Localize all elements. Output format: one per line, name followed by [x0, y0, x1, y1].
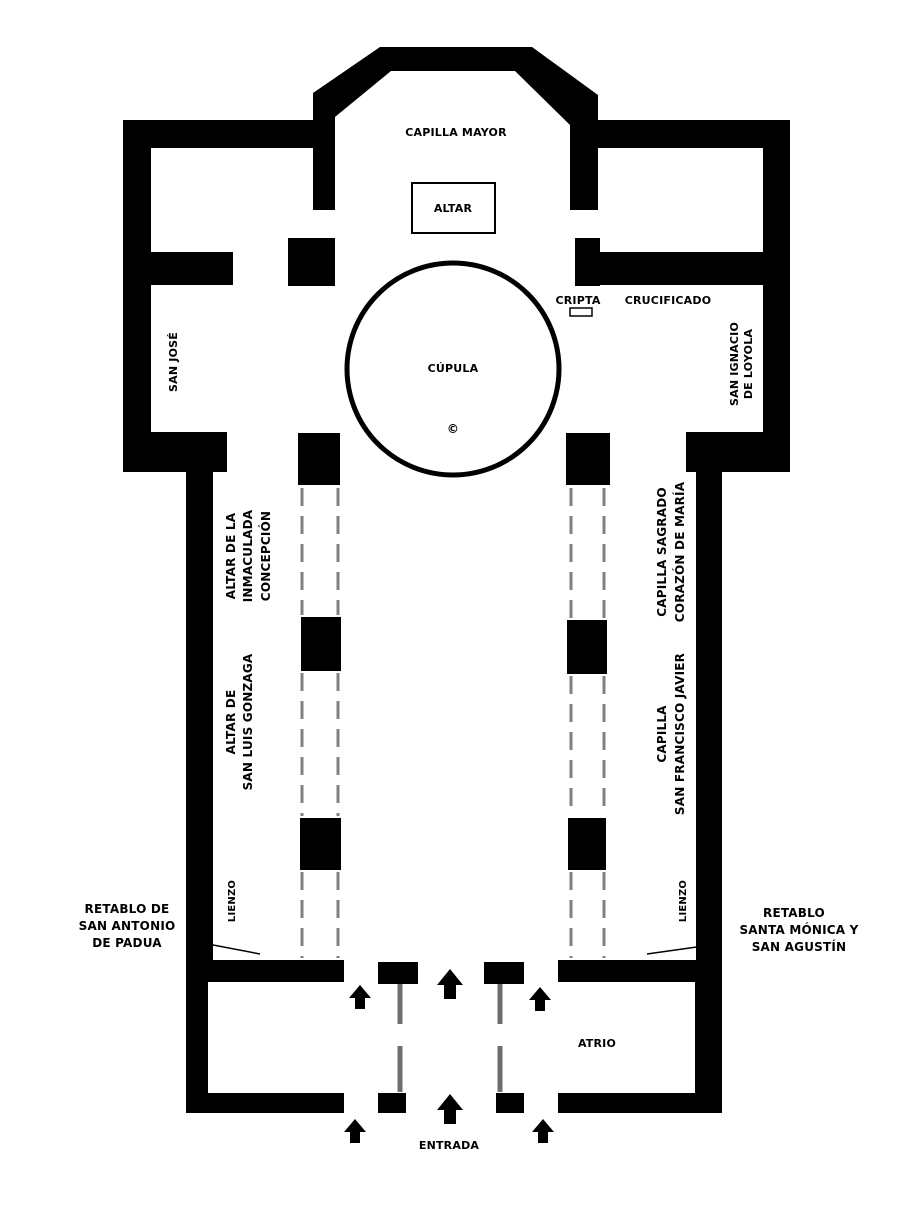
door-pier-bottom-right [496, 1093, 524, 1113]
pillar [298, 433, 340, 485]
front-wall-left [186, 960, 344, 982]
inmaculada-label-3: CONCEPCIÓN [258, 511, 273, 601]
front-wall-right [558, 960, 722, 982]
pillar [566, 433, 610, 485]
atrio-posts [397, 984, 503, 1092]
arrow-up-icon [437, 1094, 463, 1124]
altar-box [411, 182, 496, 234]
door-pier-bottom-left [378, 1093, 406, 1113]
pillar [567, 620, 607, 674]
atrio-left-wall [186, 982, 344, 1113]
arrow-up-icon [349, 985, 371, 1009]
monica-label-1: RETABLO [763, 906, 825, 920]
altar-label: ALTAR [434, 202, 473, 215]
cripta-marker [569, 307, 593, 317]
copyright-mark: © [447, 422, 459, 436]
entry-arrows [344, 969, 554, 1143]
sagrado-label-1: CAPILLA SAGRADO [655, 487, 669, 617]
entrada-label: ENTRADA [419, 1139, 480, 1152]
right-outer-wall [558, 120, 790, 1113]
padua-label-2: SAN ANTONIO [79, 919, 176, 933]
pointer-line-padua [207, 943, 261, 955]
lienzo-right-label: LIENZO [678, 880, 689, 922]
sagrado-label-2: CORAZÓN DE MARÍA [672, 481, 687, 622]
monica-label-2: SANTA MÓNICA Y [739, 922, 858, 937]
labels: CAPILLA MAYOR ALTAR CRIPTA CRUCIFICADO C… [79, 126, 859, 1152]
crucificado-label: CRUCIFICADO [625, 294, 712, 307]
pillar [568, 818, 606, 870]
apse-stub-right [575, 238, 600, 286]
arrow-up-icon [344, 1119, 366, 1143]
arrow-up-icon [529, 987, 551, 1011]
walls [123, 47, 790, 1113]
pillar [301, 617, 341, 671]
gonzaga-label-2: SAN LUIS GONZAGA [241, 653, 255, 790]
pillar [300, 818, 341, 870]
inmaculada-label-2: INMACULADA [241, 509, 255, 602]
padua-label-1: RETABLO DE [85, 902, 170, 916]
lienzo-left-label: LIENZO [227, 880, 238, 922]
san-ignacio-label-2: DE LOYOLA [742, 329, 755, 400]
door-pier-top-right [484, 962, 524, 984]
aisle-dashed-lines [300, 488, 606, 958]
pillars [298, 433, 610, 870]
padua-label-3: DE PADUA [92, 936, 162, 950]
cupula-label: CÚPULA [428, 362, 479, 375]
cupula-circle [344, 260, 562, 478]
arrow-up-icon [532, 1119, 554, 1143]
inmaculada-label-1: ALTAR DE LA [224, 512, 238, 599]
arrow-up-icon [437, 969, 463, 999]
monica-label-3: SAN AGUSTÍN [752, 939, 847, 954]
javier-label-1: CAPILLA [655, 705, 669, 763]
pointer-line-monica [646, 943, 719, 955]
san-ignacio-label-1: SAN IGNACIO [728, 322, 741, 406]
atrio-label: ATRIO [578, 1037, 616, 1050]
san-jose-label: SAN JOSÉ [167, 332, 180, 392]
door-pier-top-left [378, 962, 418, 984]
javier-label-2: SAN FRANCISCO JAVIER [673, 653, 687, 815]
left-outer-wall [123, 120, 313, 960]
gonzaga-label-1: ALTAR DE [224, 690, 238, 755]
cripta-label: CRIPTA [555, 294, 600, 307]
apse-stub-left [288, 238, 335, 286]
capilla-mayor-label: CAPILLA MAYOR [405, 126, 507, 139]
